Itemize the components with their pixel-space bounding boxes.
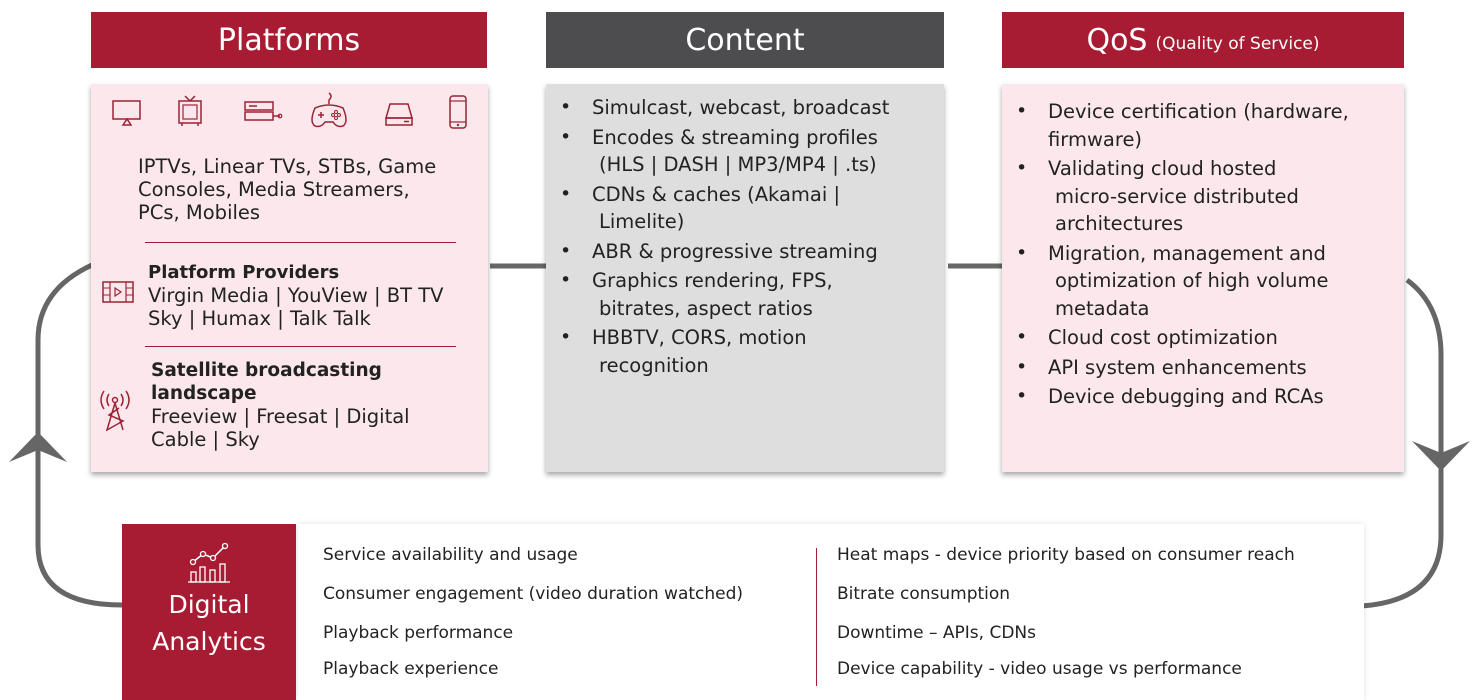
platforms-panel: IPTVs, Linear TVs, STBs, Game Consoles, … <box>91 84 488 472</box>
digital-analytics-box: Digital Analytics <box>122 524 296 700</box>
qos-item: Device certification (hardware,firmware) <box>1002 98 1404 153</box>
media-streamer-icon <box>384 98 414 128</box>
qos-header: QoS (Quality of Service) <box>1002 12 1404 68</box>
devices-line: Consoles, Media Streamers, <box>138 178 410 201</box>
qos-item: Device debugging and RCAs <box>1002 383 1404 411</box>
content-header-title: Content <box>685 22 805 58</box>
set-top-box-icon <box>243 98 283 128</box>
platforms-divider <box>145 242 456 243</box>
analytics-title-line: Analytics <box>152 627 266 656</box>
right-loop-path <box>1361 277 1444 609</box>
devices-list: IPTVs, Linear TVs, STBs, Game Consoles, … <box>138 155 436 224</box>
providers-line: Virgin Media | YouView | BT TV <box>148 284 444 307</box>
analytics-right-item: Heat maps - device priority based on con… <box>837 545 1295 565</box>
analytics-left-item: Consumer engagement (video duration watc… <box>323 584 744 604</box>
qos-list: Device certification (hardware,firmware)… <box>1002 98 1404 411</box>
qos-item: Cloud cost optimization <box>1002 324 1404 352</box>
qos-header-title: QoS <box>1086 22 1148 58</box>
satellite-line: Cable | Sky <box>151 428 260 451</box>
monitor-icon <box>111 98 143 128</box>
left-arrowhead <box>9 432 67 462</box>
providers-block: Platform Providers Virgin Media | YouVie… <box>148 261 443 330</box>
satellite-title-line: landscape <box>151 383 257 404</box>
content-item: Simulcast, webcast, broadcast <box>546 94 944 122</box>
content-header: Content <box>546 12 944 68</box>
platforms-header: Platforms <box>91 12 487 68</box>
analytics-backdrop <box>298 524 1364 700</box>
devices-line: IPTVs, Linear TVs, STBs, Game <box>138 155 437 178</box>
gamepad-icon <box>309 90 349 130</box>
analytics-chart-icon <box>187 540 231 584</box>
analytics-left-item: Playback performance <box>323 623 514 643</box>
mobile-phone-icon <box>447 94 469 130</box>
analytics-right-item: Bitrate consumption <box>837 584 1011 604</box>
analytics-right-item: Downtime – APIs, CDNs <box>837 623 1036 643</box>
platforms-header-title: Platforms <box>217 22 361 58</box>
tv-icon <box>176 94 204 128</box>
qos-panel: Device certification (hardware,firmware)… <box>1002 84 1404 472</box>
analytics-left-item: Service availability and usage <box>323 545 578 565</box>
film-strip-icon <box>101 280 135 304</box>
right-arrowhead <box>1412 441 1470 471</box>
providers-title: Platform Providers <box>148 262 340 283</box>
analytics-left-item: Playback experience <box>323 659 499 679</box>
providers-line: Sky | Humax | Talk Talk <box>148 307 371 330</box>
satellite-title-line: Satellite broadcasting <box>151 360 382 381</box>
qos-item: API system enhancements <box>1002 354 1404 382</box>
content-item: Graphics rendering, FPS,bitrates, aspect… <box>546 267 944 322</box>
left-loop-path <box>35 262 123 608</box>
devices-line: PCs, Mobiles <box>138 201 261 224</box>
analytics-title-line: Digital <box>168 590 250 619</box>
qos-header-subtitle: (Quality of Service) <box>1155 34 1320 54</box>
content-panel: Simulcast, webcast, broadcast Encodes & … <box>546 84 944 472</box>
providers-divider <box>145 346 456 347</box>
content-list: Simulcast, webcast, broadcast Encodes & … <box>546 94 944 379</box>
satellite-line: Freeview | Freesat | Digital <box>151 405 410 428</box>
analytics-right-item: Device capability - video usage vs perfo… <box>837 659 1242 679</box>
content-item: Encodes & streaming profiles(HLS | DASH … <box>546 124 944 179</box>
content-item: ABR & progressive streaming <box>546 238 944 266</box>
satellite-block: Satellite broadcasting landscape Freevie… <box>151 359 410 451</box>
analytics-divider <box>816 548 817 686</box>
broadcast-tower-icon <box>95 388 135 432</box>
content-item: CDNs & caches (Akamai |Limelite) <box>546 181 944 236</box>
